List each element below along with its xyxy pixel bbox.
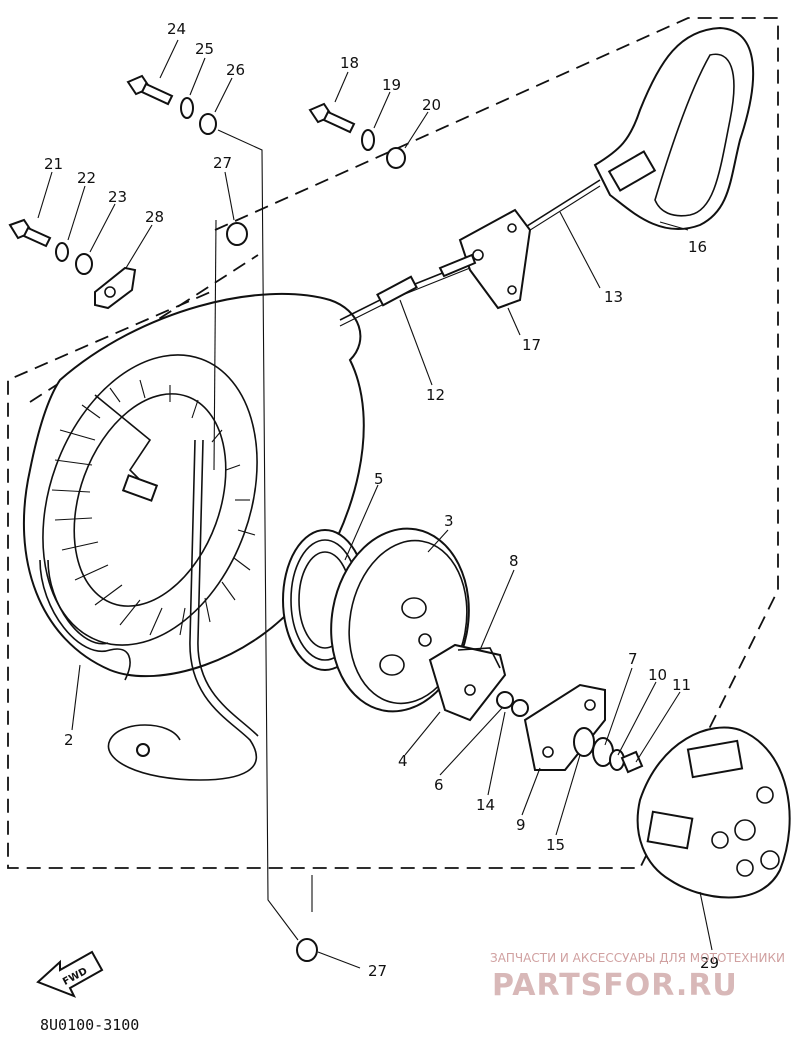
pawl	[428, 643, 507, 722]
leader-lines	[37, 39, 713, 969]
callout-12: 12	[426, 386, 445, 404]
plate-28	[94, 266, 137, 310]
callout-9: 9	[516, 816, 526, 834]
callout-8: 8	[509, 552, 519, 570]
spring-6	[496, 691, 529, 717]
gasket	[39, 439, 259, 781]
callout-22: 22	[77, 169, 96, 187]
callout-10: 10	[648, 666, 667, 684]
nut-27-bottom	[296, 938, 318, 962]
callout-29: 29	[700, 954, 719, 972]
rope-guide-bracket	[438, 208, 532, 310]
nut-27-top	[226, 222, 248, 246]
callout-18: 18	[340, 54, 359, 72]
callout-labels: 24 25 26 18 19 20 21 22 23 28 27 16 13 1…	[44, 20, 719, 980]
washer-22	[55, 242, 69, 262]
callout-2: 2	[64, 731, 74, 749]
callout-21: 21	[44, 155, 63, 173]
rope-handle	[593, 26, 755, 231]
washer-15	[573, 727, 595, 757]
forward-arrow-icon: FWD	[36, 950, 104, 998]
callout-11: 11	[672, 676, 691, 694]
washer-26	[199, 113, 217, 135]
callout-19: 19	[382, 76, 401, 94]
callout-13: 13	[604, 288, 623, 306]
callout-15: 15	[546, 836, 565, 854]
washer-20	[386, 147, 406, 169]
callout-16: 16	[688, 238, 707, 256]
watermark-top-text: ЗАПЧАСТИ И АКСЕССУАРЫ ДЛЯ МОТОТЕХНИКИ	[490, 951, 785, 965]
callout-27-top: 27	[213, 154, 232, 172]
callout-6: 6	[434, 776, 444, 794]
washer-19	[361, 129, 375, 151]
starter-rope	[339, 179, 601, 327]
callout-25: 25	[195, 40, 214, 58]
callout-24: 24	[167, 20, 186, 38]
callout-28: 28	[145, 208, 164, 226]
callout-3: 3	[444, 512, 454, 530]
callout-23: 23	[108, 188, 127, 206]
callout-14: 14	[476, 796, 495, 814]
callout-27-bottom: 27	[368, 962, 387, 980]
callout-17: 17	[522, 336, 541, 354]
washer-25	[180, 97, 194, 119]
bolt-24	[126, 74, 174, 106]
drawing-code: 8U0100-3100	[40, 1016, 139, 1034]
friction-plate	[523, 683, 606, 771]
drive-pulley	[636, 726, 791, 899]
pawl-spring-8	[457, 647, 501, 669]
bolt-21	[8, 218, 52, 248]
callout-4: 4	[398, 752, 408, 770]
watermark-brand: PARTSFOR.RU	[492, 968, 738, 1003]
callout-7: 7	[628, 650, 638, 668]
callout-26: 26	[226, 61, 245, 79]
bolt-18	[308, 102, 356, 134]
callout-5: 5	[374, 470, 384, 488]
watermark: ЗАПЧАСТИ И АКСЕССУАРЫ ДЛЯ МОТОТЕХНИКИ PA…	[490, 951, 785, 1003]
nut-11	[620, 750, 644, 774]
washer-23	[75, 253, 93, 275]
callout-20: 20	[422, 96, 441, 114]
